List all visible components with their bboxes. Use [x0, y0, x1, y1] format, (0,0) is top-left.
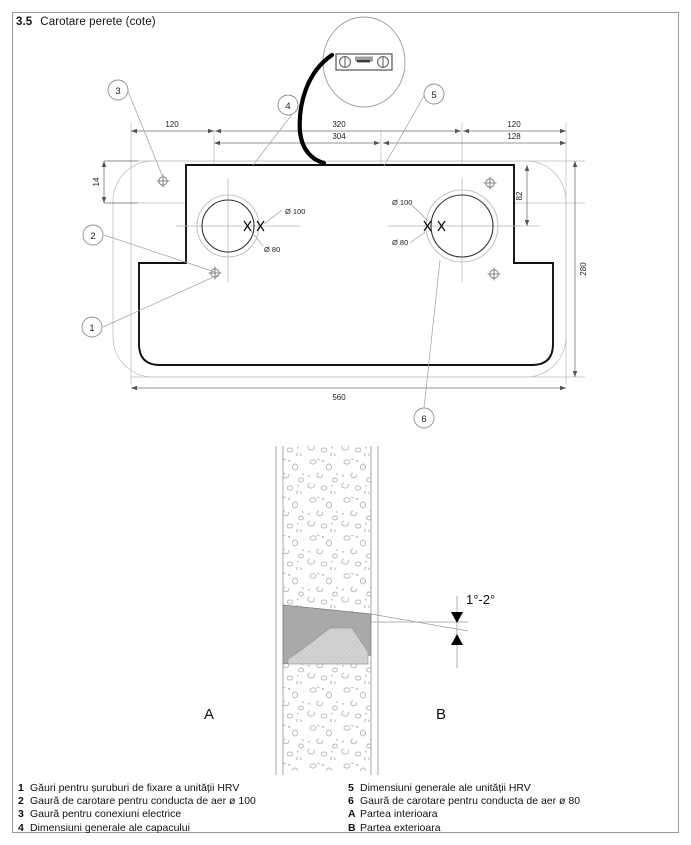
legend-text: Gaură de carotare pentru conducta de aer…: [360, 795, 581, 808]
slope-reference-lines: [370, 596, 469, 668]
dim-center-span-inner: 304: [332, 132, 346, 141]
callout-bubble-6[interactable]: 6: [413, 407, 435, 429]
angle-arrows: [451, 612, 463, 645]
diameter-leaders: [250, 204, 429, 247]
cover-outline: [112, 160, 567, 378]
legend-text: Găuri pentru șuruburi de fixare a unităț…: [30, 782, 240, 794]
legend: 1 Găuri pentru șuruburi de fixare a unită…: [18, 782, 673, 838]
right-hole-d80-label: Ø 80: [392, 238, 408, 247]
callout-label-1: 1: [89, 323, 94, 334]
left-hole-tick-marks: [243, 220, 265, 232]
right-hole-d80: [430, 194, 494, 258]
legend-item: B Partea exterioara: [348, 822, 673, 835]
callout-bubble-3[interactable]: 3: [107, 79, 129, 101]
legend-item: 1 Găuri pentru șuruburi de fixare a unită…: [18, 782, 348, 795]
dim-left-offset: 120: [165, 120, 179, 129]
legend-key: 4: [18, 821, 24, 834]
legend-item: 5 Dimensiuni generale ale unității HRV: [348, 782, 673, 795]
left-hole-d100-label: Ø 100: [285, 207, 305, 216]
callout-label-4: 4: [285, 101, 290, 112]
side-label-outside: B: [436, 706, 446, 723]
angle-label: 1°-2°: [466, 592, 495, 607]
dim-right-offset: 120: [507, 120, 521, 129]
legend-key: 6: [348, 795, 354, 808]
hrv-unit-outline: [138, 164, 554, 366]
legend-text: Partea interioara: [360, 808, 438, 821]
left-hole-d100: [196, 194, 260, 258]
left-hole-d80: [201, 199, 255, 253]
dim-overall-height: 280: [579, 262, 588, 276]
legend-key: 5: [348, 782, 354, 794]
legend-text: Dimensiuni generale ale capacului: [30, 821, 190, 834]
left-hole-d80-label: Ø 80: [264, 245, 280, 254]
legend-item: 4 Dimensiuni generale ale capacului: [18, 822, 348, 835]
right-hole-d100: [425, 189, 499, 263]
dim-right-offset-inner: 128: [507, 132, 521, 141]
legend-key: 3: [18, 808, 24, 821]
section-number: 3.5: [16, 16, 33, 28]
legend-text: Partea exterioara: [360, 821, 441, 834]
legend-key: A: [348, 808, 356, 821]
legend-key: 2: [18, 795, 24, 808]
dimension-line-14: [101, 160, 138, 204]
duct-inner-profile: [287, 627, 369, 665]
legend-text: Dimensiuni generale ale unității HRV: [360, 782, 531, 794]
dim-right-height: 82: [515, 191, 524, 200]
right-hole-tick-marks: [423, 220, 446, 232]
callout-bubble-5[interactable]: 5: [423, 83, 445, 105]
dimension-lines-top: [131, 128, 566, 146]
legend-item: 3 Gaură pentru conexiuni electrice: [18, 808, 348, 821]
callout-bubble-1[interactable]: 1: [81, 316, 103, 338]
plan-view-group: Ø 100 Ø 80 Ø 100 Ø 80: [81, 16, 588, 429]
callout-label-2: 2: [90, 231, 95, 242]
legend-column-left: 1 Găuri pentru șuruburi de fixare a unită…: [18, 782, 348, 835]
side-label-inside: A: [204, 706, 214, 723]
legend-item: 2 Gaură de carotare pentru conducta de ae…: [18, 795, 348, 808]
right-hole-d100-label: Ø 100: [392, 198, 412, 207]
callout-label-5: 5: [431, 90, 436, 101]
legend-text: Gaură pentru conexiuni electrice: [30, 808, 182, 821]
spirit-level-icon: [335, 53, 393, 71]
callout-bubble-2[interactable]: 2: [82, 224, 104, 246]
dim-center-span: 320: [332, 120, 346, 129]
page-title: 3.5 Carotare perete (cote): [16, 16, 156, 28]
callout-bubble-4[interactable]: 4: [277, 94, 299, 116]
callout-label-6: 6: [421, 414, 426, 425]
legend-key: 1: [18, 782, 24, 794]
callout-label-3: 3: [115, 86, 120, 97]
legend-item: A Partea interioara: [348, 808, 673, 821]
legend-text: Gaură de carotare pentru conducta de aer…: [30, 795, 256, 808]
callout-bubbles: 3 4 5 2 1: [81, 79, 445, 429]
legend-item: 6 Gaură de carotare pentru conducta de ae…: [348, 795, 673, 808]
section-title: Carotare perete (cote): [40, 16, 156, 28]
callout-leaders: [102, 90, 441, 409]
detail-inset-group: [297, 16, 406, 166]
dim-top-left-height: 14: [92, 177, 101, 186]
detail-inset-leader: [297, 52, 335, 166]
dim-overall-width: 560: [332, 393, 346, 402]
wall-section-group: 1°-2° A B: [204, 446, 495, 775]
legend-key: B: [348, 821, 356, 834]
